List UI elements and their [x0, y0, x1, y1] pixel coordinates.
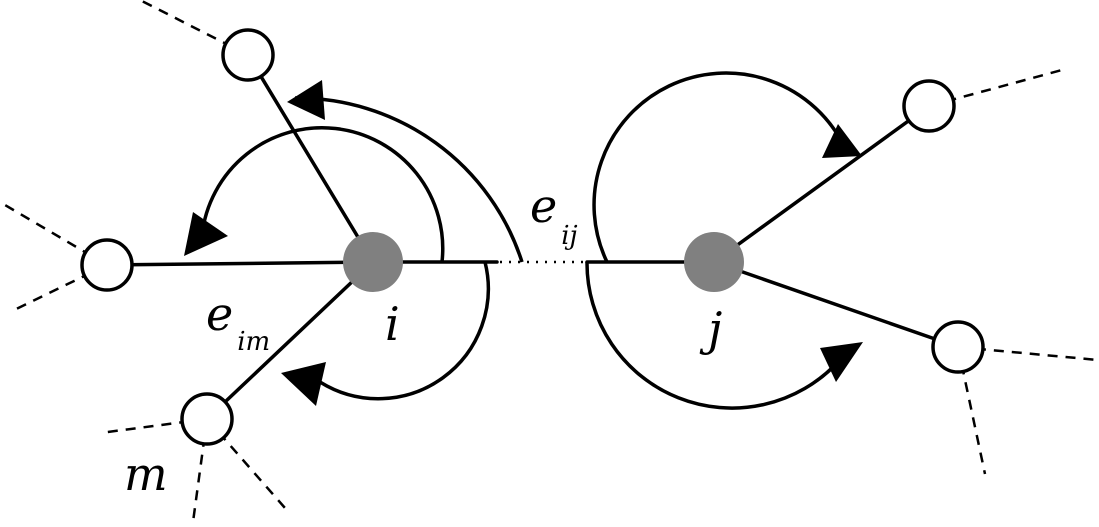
node-left	[80, 238, 134, 292]
arc-i-lower	[319, 261, 491, 401]
label-j: j	[699, 302, 722, 356]
arc-j-upper	[592, 71, 847, 263]
outer-nodes	[80, 28, 985, 446]
arc-i-large	[294, 96, 524, 263]
arc-j-lower	[585, 261, 840, 410]
arrowhead-i-large	[287, 80, 325, 120]
edge-j-lower-right	[712, 260, 960, 349]
edge-i-top	[246, 53, 375, 264]
node-j	[684, 232, 744, 292]
arc-i-medium	[200, 126, 445, 263]
node-top-left	[221, 28, 275, 82]
edges-from-j	[585, 104, 960, 349]
arrowhead-j-lower	[820, 342, 863, 382]
arrowhead-i-lower	[281, 362, 326, 406]
edge-i-left	[105, 260, 375, 267]
label-e-ij: eij	[530, 179, 578, 251]
label-m: m	[124, 447, 168, 501]
node-m	[180, 392, 234, 446]
edge-j-top-right	[712, 104, 931, 264]
label-e-ij-sub: ij	[561, 221, 577, 251]
label-e-im-sub: im	[237, 327, 270, 357]
node-i	[343, 232, 403, 292]
arcs-around-j	[585, 71, 863, 410]
dashed-edges	[4, 0, 1099, 523]
label-i: i	[385, 297, 400, 351]
arrowhead-j-upper	[822, 124, 862, 158]
label-e-im: eim	[206, 287, 270, 357]
edges-from-i	[105, 53, 499, 421]
node-top-right	[902, 79, 956, 133]
arrowhead-i-medium	[184, 212, 228, 256]
edge-i-m	[205, 260, 375, 421]
label-e-ij-base: e	[530, 179, 557, 233]
node-lower-right	[931, 320, 985, 374]
arcs-around-i	[184, 80, 524, 406]
label-e-im-base: e	[206, 287, 233, 341]
